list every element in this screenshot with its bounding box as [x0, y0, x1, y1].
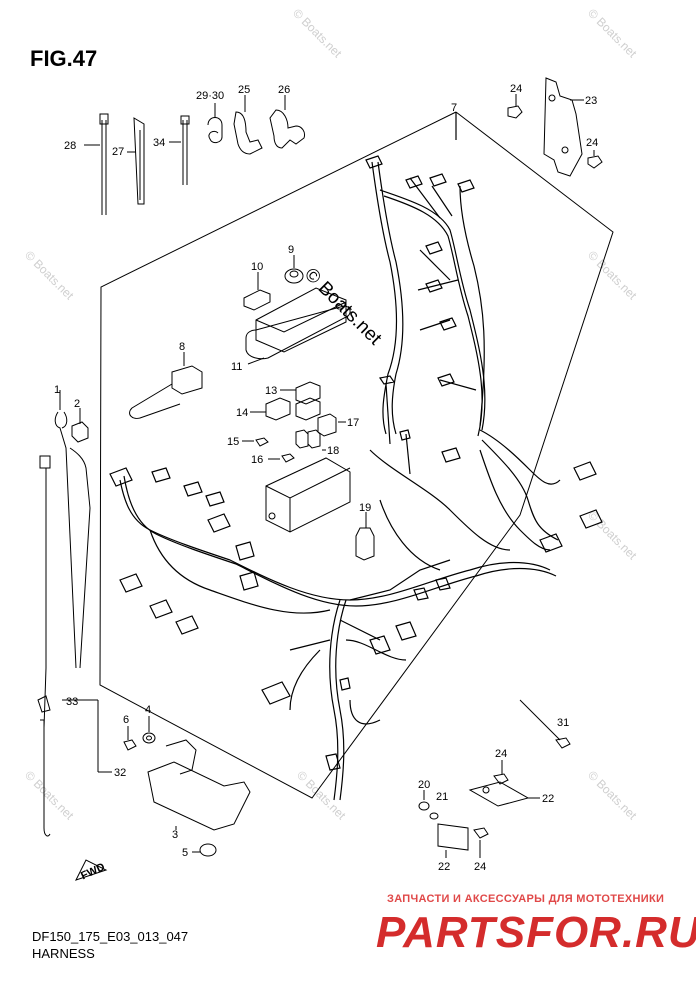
- callout-9: 9: [288, 244, 294, 256]
- clamp-25: [233, 95, 263, 155]
- bracket-23: [543, 77, 584, 177]
- connector-10: [243, 272, 271, 311]
- cable-1: [54, 390, 77, 669]
- fuse-16: [268, 453, 295, 463]
- callout-17: 17: [347, 417, 359, 429]
- fuse-17: [317, 413, 346, 437]
- callout-19: 19: [359, 502, 371, 514]
- callout-18: 18: [327, 445, 339, 457]
- figure-code: DF150_175_E03_013_047: [32, 929, 189, 944]
- cable-32-33: [37, 447, 112, 837]
- callout-22-lower: 22: [438, 861, 450, 873]
- callout-31: 31: [557, 717, 569, 729]
- callout-1: 1: [54, 384, 60, 396]
- clamp-26: [269, 95, 305, 149]
- callout-7: 7: [451, 102, 457, 114]
- relay-13: [280, 381, 321, 405]
- callout-24-upper: 24: [495, 748, 507, 760]
- fuse-box-base: [265, 457, 351, 533]
- callout-5: 5: [182, 847, 188, 859]
- callout-34: 34: [153, 137, 165, 149]
- figure-name: HARNESS: [32, 946, 95, 961]
- assembly-outline: [99, 111, 614, 799]
- callout-24-bracket: 24: [586, 137, 598, 149]
- callout-22-upper: 22: [542, 793, 554, 805]
- bolt-24-upper: [493, 760, 509, 785]
- washer-4: [142, 716, 156, 744]
- callout-23: 23: [585, 95, 597, 107]
- grommet-5: [192, 843, 217, 857]
- callout-labels: 28 27 34 29·30 25 26 7 24 23 24 9 10 11 …: [54, 83, 598, 882]
- grommet-9: [284, 255, 304, 284]
- callout-8: 8: [179, 341, 185, 353]
- callout-28: 28: [64, 140, 76, 152]
- callout-10: 10: [251, 261, 263, 273]
- brand-tagline: ЗАПЧАСТИ И АКСЕССУАРЫ ДЛЯ МОТОТЕХНИКИ: [387, 893, 665, 905]
- callout-15: 15: [227, 436, 239, 448]
- fwd-arrow: [75, 859, 108, 881]
- callout-24-lower: 24: [474, 861, 486, 873]
- bolt-24-lower: [473, 827, 489, 858]
- figure-title: FIG.47: [30, 46, 98, 71]
- bolt-31: [519, 699, 571, 749]
- callout-6: 6: [123, 714, 129, 726]
- callout-3: 3: [172, 829, 178, 841]
- tube-19: [355, 512, 375, 561]
- callout-16: 16: [251, 454, 263, 466]
- bolt-24-bracket: [587, 150, 603, 169]
- callout-26: 26: [278, 84, 290, 96]
- cable-tie-34: [169, 115, 190, 185]
- callout-11: 11: [231, 361, 242, 373]
- callout-14: 14: [236, 407, 248, 419]
- brand-logo: PARTSFOR.RU: [376, 908, 696, 957]
- fuse-18: [295, 429, 326, 451]
- bracket-3: [147, 739, 251, 831]
- washer-21: [429, 812, 439, 820]
- bolt-24-top: [507, 94, 523, 119]
- callout-21: 21: [436, 791, 448, 803]
- callout-24-top: 24: [510, 83, 522, 95]
- callout-29-30: 29·30: [196, 90, 224, 102]
- cable-tie-28: [84, 113, 109, 215]
- relay-14b: [295, 397, 321, 421]
- callout-33: 33: [66, 696, 78, 708]
- cable-tie-27: [127, 117, 145, 205]
- bracket-22-lower: [437, 823, 469, 858]
- nut-20: [418, 790, 430, 811]
- fuse-15: [242, 437, 269, 447]
- callout-2: 2: [74, 398, 80, 410]
- boot-8: [129, 352, 203, 419]
- callout-25: 25: [238, 84, 250, 96]
- callout-32: 32: [114, 767, 126, 779]
- relay-14: [250, 397, 291, 421]
- bracket-22-upper: [468, 781, 540, 807]
- fuse-box-cover-11: [245, 287, 351, 365]
- callout-13: 13: [265, 385, 277, 397]
- bolt-6: [123, 726, 137, 751]
- fwd-label: FWD: [79, 861, 107, 882]
- callout-27: 27: [112, 146, 124, 158]
- clip-29-30: [207, 103, 223, 144]
- callout-4: 4: [145, 704, 151, 716]
- callout-20: 20: [418, 779, 430, 791]
- cap-2: [71, 408, 89, 443]
- wiring-harness-7: [109, 112, 603, 801]
